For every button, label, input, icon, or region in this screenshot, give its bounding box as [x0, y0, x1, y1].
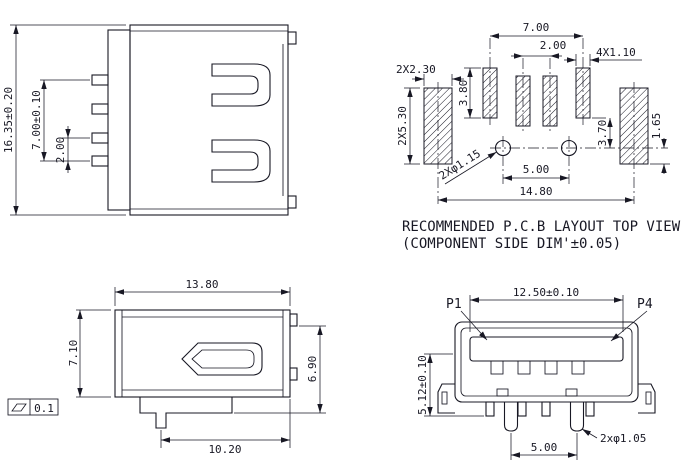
side-shell	[129, 24, 289, 216]
front-foot-left	[437, 383, 455, 414]
front-view-dimensions: P1 P4 12.50±0.10 5.12±0.10 2xφ1.05 5.00	[416, 286, 653, 460]
side-view: 16.35±0.20 7.00±0.10 2.00	[2, 24, 297, 216]
side-flange	[107, 29, 131, 211]
side-pin-4	[91, 155, 109, 167]
front-tongue	[469, 336, 624, 362]
front-contact-2	[517, 360, 531, 375]
pcb-centerlines	[437, 38, 668, 204]
flatness-value: 0.1	[34, 402, 54, 415]
pcb-pads	[423, 67, 649, 165]
label-p1: P1	[446, 297, 462, 312]
front-peg-left	[503, 402, 519, 432]
dim-front-peg-span: 5.00	[531, 441, 558, 454]
front-contact-4	[571, 360, 585, 375]
dim-top-width: 13.80	[185, 278, 218, 291]
front-foot-right	[638, 383, 656, 414]
front-spring-left	[496, 388, 509, 397]
front-contact-1	[490, 360, 504, 375]
front-foot-right-slot	[645, 391, 652, 405]
pcb-layout-view: 7.00 2.00 4X1.10 2X2.30 3.80 2X5.30	[396, 21, 681, 252]
dim-pcb-pad-length: 3.80	[457, 80, 470, 107]
side-pin-3	[91, 132, 109, 144]
front-shell-inner	[460, 327, 633, 397]
top-latch-outer	[181, 342, 263, 376]
front-pin-4	[585, 401, 595, 417]
front-peg-right	[569, 402, 585, 432]
top-view: 13.80 7.10 6.90 10.20 0.1	[7, 278, 326, 456]
front-view-body	[437, 321, 656, 432]
dim-front-height: 5.12±0.10	[416, 355, 429, 415]
top-latch-inner	[191, 349, 255, 369]
pcb-caption-line1: RECOMMENDED P.C.B LAYOUT TOP VIEW	[402, 219, 681, 235]
side-view-dimensions: 16.35±0.20 7.00±0.10 2.00	[2, 24, 126, 216]
front-shell-outer	[454, 321, 639, 403]
side-tab-bottom	[287, 195, 297, 209]
dim-pcb-hole-offset: 3.70	[596, 120, 609, 147]
dim-front-width: 12.50±0.10	[513, 286, 579, 299]
dim-pcb-inner-pitch: 2.00	[540, 39, 567, 52]
side-view-body	[91, 24, 297, 216]
dim-pcb-edge-offset: 1.65	[650, 113, 663, 140]
dim-pcb-hole-span: 5.00	[523, 163, 550, 176]
dim-side-height: 16.35±0.20	[2, 87, 15, 153]
dim-front-peg-dia: 2xφ1.05	[600, 432, 646, 445]
dim-pcb-shell-pad-width: 2X2.30	[396, 63, 436, 76]
top-view-dimensions: 13.80 7.10 6.90 10.20	[67, 278, 326, 456]
dim-pcb-shell-span: 14.80	[519, 185, 552, 198]
flatness-icon	[11, 403, 27, 412]
dim-top-depth: 7.10	[67, 340, 80, 367]
dim-pcb-pad-width: 4X1.10	[596, 46, 636, 59]
dim-pcb-pad-span: 7.00	[523, 21, 550, 34]
dim-side-pin-span: 7.00±0.10	[30, 90, 43, 150]
side-contact-2	[211, 139, 271, 183]
dim-pcb-shell-pad-length: 2X5.30	[396, 106, 409, 146]
front-view: P1 P4 12.50±0.10 5.12±0.10 2xφ1.05 5.00	[416, 286, 656, 460]
pcb-caption-line2: (COMPONENT SIDE DIM'±0.05)	[402, 236, 621, 252]
top-view-body	[114, 309, 298, 429]
front-spring-right	[565, 388, 578, 397]
front-foot-left-slot	[441, 391, 448, 405]
front-pin-2	[517, 401, 527, 417]
top-tab-1	[289, 313, 298, 327]
front-pin-3	[541, 401, 551, 417]
top-tab-2	[289, 367, 298, 381]
side-contact-1	[211, 63, 271, 107]
flatness-frame	[7, 398, 59, 416]
side-pin-2	[91, 103, 109, 115]
top-shell	[114, 309, 291, 398]
flatness-callout: 0.1	[7, 398, 59, 416]
front-pin-1	[485, 401, 495, 417]
side-pin-1	[91, 74, 109, 86]
side-tab-top	[287, 31, 297, 45]
top-foot	[139, 397, 233, 429]
front-contact-3	[544, 360, 558, 375]
dim-top-foot-span: 10.20	[208, 443, 241, 456]
dim-top-body-depth: 6.90	[306, 356, 319, 383]
dim-side-pin-pitch: 2.00	[54, 137, 67, 164]
label-p4: P4	[637, 297, 653, 312]
